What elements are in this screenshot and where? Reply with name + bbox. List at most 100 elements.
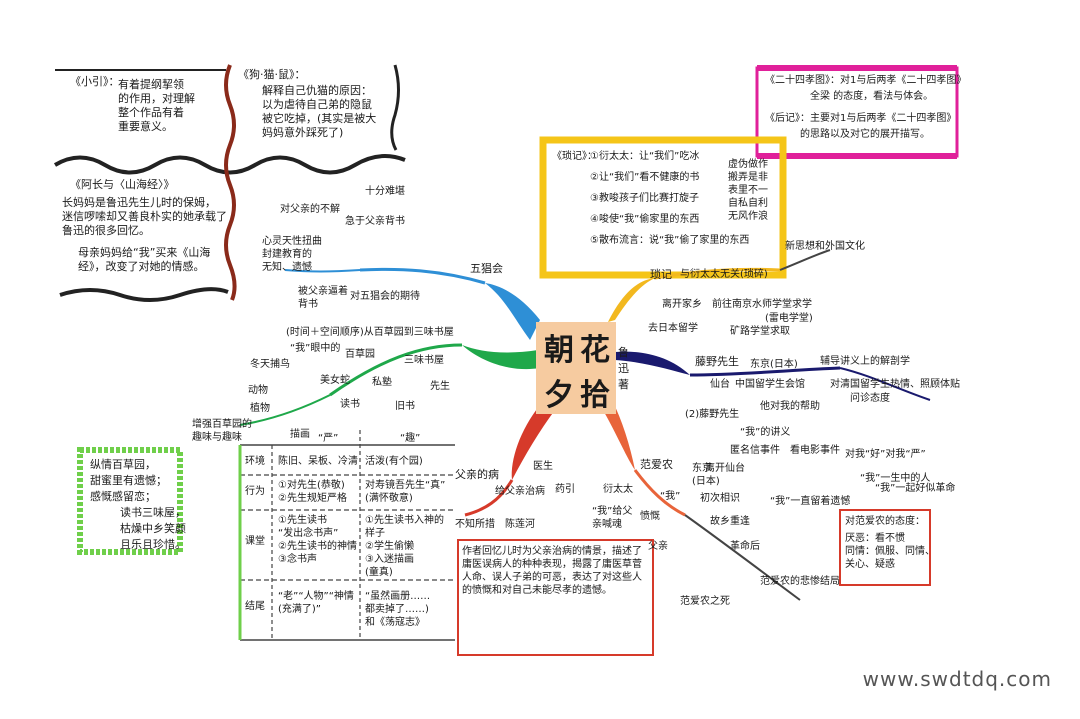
pink-line2b: 的思路以及对它的展开描写。 bbox=[800, 129, 930, 140]
table-row3-a: ①先生读书 “发出念书声” ②先生读书的神情 ③念书声 bbox=[278, 515, 357, 565]
wuchang-f: 被父亲逼着 背书 bbox=[298, 286, 348, 310]
sanwei-item-5: 动物 bbox=[248, 385, 268, 396]
xiaoyin-label: 《小引》： bbox=[70, 75, 120, 88]
title-char-4: 拾 bbox=[580, 378, 610, 413]
green-line1: 纵情百草园， bbox=[90, 458, 156, 471]
table-row1-b: 活泼(有个园) bbox=[365, 456, 423, 467]
sanwei-item-4: 冬天捕鸟 bbox=[250, 359, 290, 370]
petal-blue bbox=[485, 283, 540, 340]
table-row2-a: ①对先生(恭敬) ②先生规矩严格 bbox=[278, 480, 347, 504]
suoji-f: 矿路学堂求取 bbox=[730, 326, 790, 337]
sanwei-bottom: 增强百草园的 趣味与趣味 bbox=[192, 419, 252, 443]
fuqin-e: 愤慨 bbox=[640, 511, 660, 522]
title-bg bbox=[536, 322, 616, 414]
green-line3: 感慨感留恋； bbox=[90, 490, 156, 503]
suoji-g: 新思想和外国文化 bbox=[785, 241, 865, 252]
watermark: www.swdtdq.com bbox=[862, 667, 1052, 691]
yantaitai-item-2: ②让“我们”看不健康的书 bbox=[590, 172, 700, 183]
fanaizhong-a: 东京 (日本) bbox=[692, 463, 720, 487]
fuqin-f: 父亲 bbox=[648, 541, 668, 552]
fanaizhong-j: “我”一起好似革命 bbox=[875, 483, 956, 494]
shanhai-text2: 母亲妈妈给“我”买来《山海 经》，改变了对她的情感。 bbox=[78, 246, 211, 273]
green-line5: 枯燥中乡笑颜 bbox=[120, 522, 186, 535]
petal-green bbox=[462, 345, 540, 370]
goumaoshu-label: 《狗·猫·鼠》： bbox=[238, 68, 306, 81]
title-char-1: 朝 bbox=[544, 333, 574, 368]
wuchang-b: 急于父亲背书 bbox=[345, 216, 405, 227]
green-line6: 且乐且珍惜。 bbox=[120, 538, 186, 551]
petal-yellow bbox=[608, 278, 655, 322]
suoji-a: 离开家乡 bbox=[662, 299, 702, 310]
table-col2: “趣” bbox=[400, 433, 421, 444]
sanwei-item-9: 先生 bbox=[430, 381, 450, 392]
pink-line2: 《后记》：主要对1与后两孝《二十四孝图》 bbox=[765, 113, 957, 124]
fuqin-j: 不知所措 bbox=[455, 519, 495, 530]
table-row3-b: ①先生读书入神的 样子 ②学生偷懒 ③入迷描画 (童真) bbox=[365, 515, 444, 578]
table-row4-h: 结尾 bbox=[245, 601, 265, 612]
table-row4-b: “虽然画册…… 都卖掉了……) 和《荡寇志》 bbox=[365, 591, 431, 628]
fuqin-a: 医生 bbox=[533, 461, 553, 472]
tengye-n: “我”一生中的人 bbox=[860, 473, 931, 484]
fanaizhong-f: “我”一直留着遗憾 bbox=[770, 496, 851, 507]
tengye-h: 看电影事件 bbox=[790, 445, 840, 456]
tengye-i: 离开仙台 bbox=[705, 463, 745, 474]
fanaizhong-branch: 范爱农 bbox=[640, 458, 673, 471]
fanaizhong-i: 厌恶：看不惯 同情：佩服、同情、 关心、疑惑 bbox=[845, 533, 935, 570]
table-col1: “严” bbox=[318, 433, 339, 444]
table-row2-b: 对寿镜吾先生“真” (满怀敬意) bbox=[365, 480, 446, 504]
suoji-d: (雷电学堂) bbox=[765, 313, 813, 324]
sanwei-item-6: 植物 bbox=[250, 403, 270, 414]
fuqin-branch: 父亲的病 bbox=[455, 468, 499, 481]
fanaizhong-e: 范爱农之死 bbox=[680, 596, 730, 607]
petal-orange bbox=[600, 400, 635, 470]
xiaoyin-text: 有着提纲挈领 的作用，对理解 整个作品有着 重要意义。 bbox=[118, 78, 195, 133]
fanaizhong-d: 革命后 bbox=[730, 541, 760, 552]
suoji-c: 前往南京水师学堂求学 bbox=[712, 299, 812, 310]
fuqin-i: 陈莲河 bbox=[505, 519, 535, 530]
goumaoshu-text: 解释自己仇猫的原因： 以为虐待自己弟的隐鼠 被它吃掉，(其实是被大 妈妈意外踩死… bbox=[262, 84, 377, 139]
sanwei-cn: “我”眼中的 bbox=[290, 343, 341, 354]
sanwei-item-13: 描画 bbox=[290, 429, 310, 440]
green-line4: 读书三味屋， bbox=[120, 506, 186, 519]
tengye-j: 辅导讲义上的解剖学 bbox=[820, 356, 910, 367]
table-row1-a: 陈旧、呆板、冷清 bbox=[278, 456, 358, 467]
tengye-d: (2)藤野先生 bbox=[685, 409, 740, 420]
tengye-k: 对清国留学生热情、照顾体贴 bbox=[830, 379, 960, 390]
wuchang-branch: 五猖会 bbox=[470, 262, 503, 275]
tengye-b: 中国留学生会馆 bbox=[735, 379, 805, 390]
fuqin-h: “我”给父 亲喊魂 bbox=[592, 506, 633, 530]
sanwei-item-7: 美女蛇 bbox=[320, 375, 350, 386]
yantaitai-item-5: ⑤散布流言：说“我”偷了家里的东西 bbox=[590, 235, 750, 246]
tengye-a: 东京(日本) bbox=[750, 359, 798, 370]
shanhai-label: 《阿长与〈山海经〉》 bbox=[70, 178, 175, 191]
sanwei-item-3: 三味书屋 bbox=[404, 355, 444, 366]
tengye-e: “我”的讲义 bbox=[740, 427, 791, 438]
sanwei-item-8: 私塾 bbox=[372, 377, 392, 388]
author-label: 鲁 迅 著 bbox=[618, 346, 629, 391]
suoji-branch: 琐记 bbox=[650, 268, 672, 281]
fanaizhong-g: 范爱农的悲惨结局 bbox=[760, 576, 840, 587]
tengye-m: 对我“好”对我“严” bbox=[845, 449, 926, 460]
fanaizhong-b: 初次相识 bbox=[700, 493, 740, 504]
table-row1-h: 环境 bbox=[245, 456, 265, 467]
table-row4-a: “老”“人物”“神情 (充满了)” bbox=[278, 591, 354, 615]
green-line2: 甜蜜里有遗憾； bbox=[90, 474, 167, 487]
yantaitai-label: 《琐记》： bbox=[552, 151, 597, 162]
shanhai-text: 长妈妈是鲁迅先生儿时的保姆， 迷信啰嗦却又善良朴实的她承载了 鲁迅的很多回忆。 bbox=[62, 196, 227, 237]
tengye-g: 匿名信事件 bbox=[730, 445, 780, 456]
table-row3-h: 课堂 bbox=[245, 536, 265, 547]
title-char-2: 花 bbox=[580, 333, 610, 368]
sanwei-item-10: 读书 bbox=[340, 399, 360, 410]
petal-red bbox=[511, 405, 555, 480]
tengye-c: 仙台 bbox=[710, 379, 730, 390]
tengye-l: 问诊态度 bbox=[850, 393, 890, 404]
fuqin-k: 作者回忆儿时为父亲治病的情景，描述了庸医误病人的种种表现，揭露了庸医草菅人命、误… bbox=[462, 546, 642, 596]
wuchang-c: 对父亲的不解 bbox=[280, 204, 340, 215]
suoji-e: 去日本留学 bbox=[648, 323, 698, 334]
sanwei-item-2: 百草园 bbox=[345, 349, 375, 360]
fuqin-c: 衍太太 bbox=[603, 484, 633, 495]
yantaitai-item-4: ④唆使“我”偷家里的东西 bbox=[590, 214, 700, 225]
sanwei-item-11: 旧书 bbox=[395, 401, 415, 412]
pink-line1: 《二十四孝图》：对1与后两孝《二十四孝图》 bbox=[765, 75, 967, 86]
